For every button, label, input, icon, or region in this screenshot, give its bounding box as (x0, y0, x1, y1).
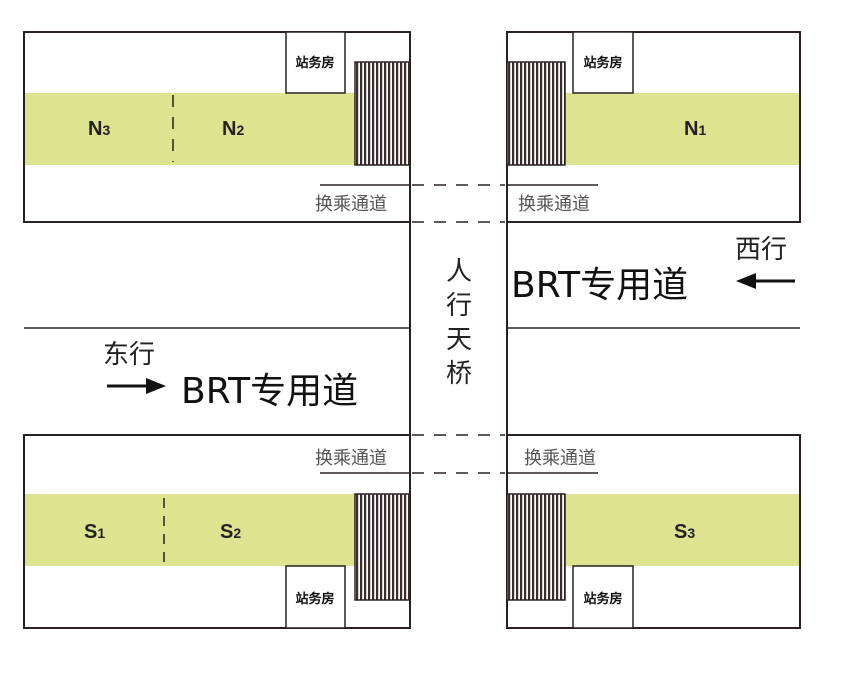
arrow-right-icon (107, 378, 166, 394)
platform-north-west (24, 93, 355, 165)
platform-south-east (565, 494, 800, 566)
svg-text:人: 人 (446, 257, 472, 287)
platform-label-s3: S3 (674, 521, 695, 543)
transfer-dashes (163, 95, 505, 564)
brt-lane-label-west: BRT专用道 (511, 265, 688, 306)
transfer-passage-label: 换乘通道 (315, 448, 387, 469)
stairs-south-east (506, 493, 566, 601)
transfer-passage-label: 换乘通道 (315, 194, 387, 215)
platform-label-n2: N2 (222, 118, 244, 140)
platform-label-n3: N3 (88, 118, 110, 140)
stairs-south-west (354, 493, 411, 601)
station-room-label: 站务房 (583, 591, 622, 607)
transfer-passage-label: 换乘通道 (524, 448, 596, 469)
stairs-north-east (506, 61, 566, 166)
eastbound-label: 东行 (103, 340, 155, 370)
transfer-passage-label: 换乘通道 (518, 194, 590, 215)
arrow-left-icon (736, 273, 795, 289)
platform-bands (24, 93, 800, 566)
svg-text:天: 天 (446, 325, 472, 355)
stairs-north-west (354, 61, 411, 166)
platform-label-n1: N1 (684, 118, 706, 140)
svg-text:行: 行 (446, 291, 472, 321)
station-room-label: 站务房 (583, 55, 622, 71)
station-rooms (285, 31, 634, 629)
svg-text:桥: 桥 (446, 359, 472, 389)
station-room-label: 站务房 (295, 591, 334, 607)
station-room-label: 站务房 (295, 55, 334, 71)
platform-south-west (24, 494, 355, 566)
brt-lane-label-east: BRT专用道 (181, 371, 358, 412)
pedestrian-bridge-label: 人 行 天 桥 (446, 257, 472, 389)
platform-label-s2: S2 (220, 521, 241, 543)
platform-north-east (565, 93, 800, 165)
platform-label-s1: S1 (84, 521, 105, 543)
westbound-label: 西行 (735, 235, 787, 265)
stairs (354, 61, 566, 601)
